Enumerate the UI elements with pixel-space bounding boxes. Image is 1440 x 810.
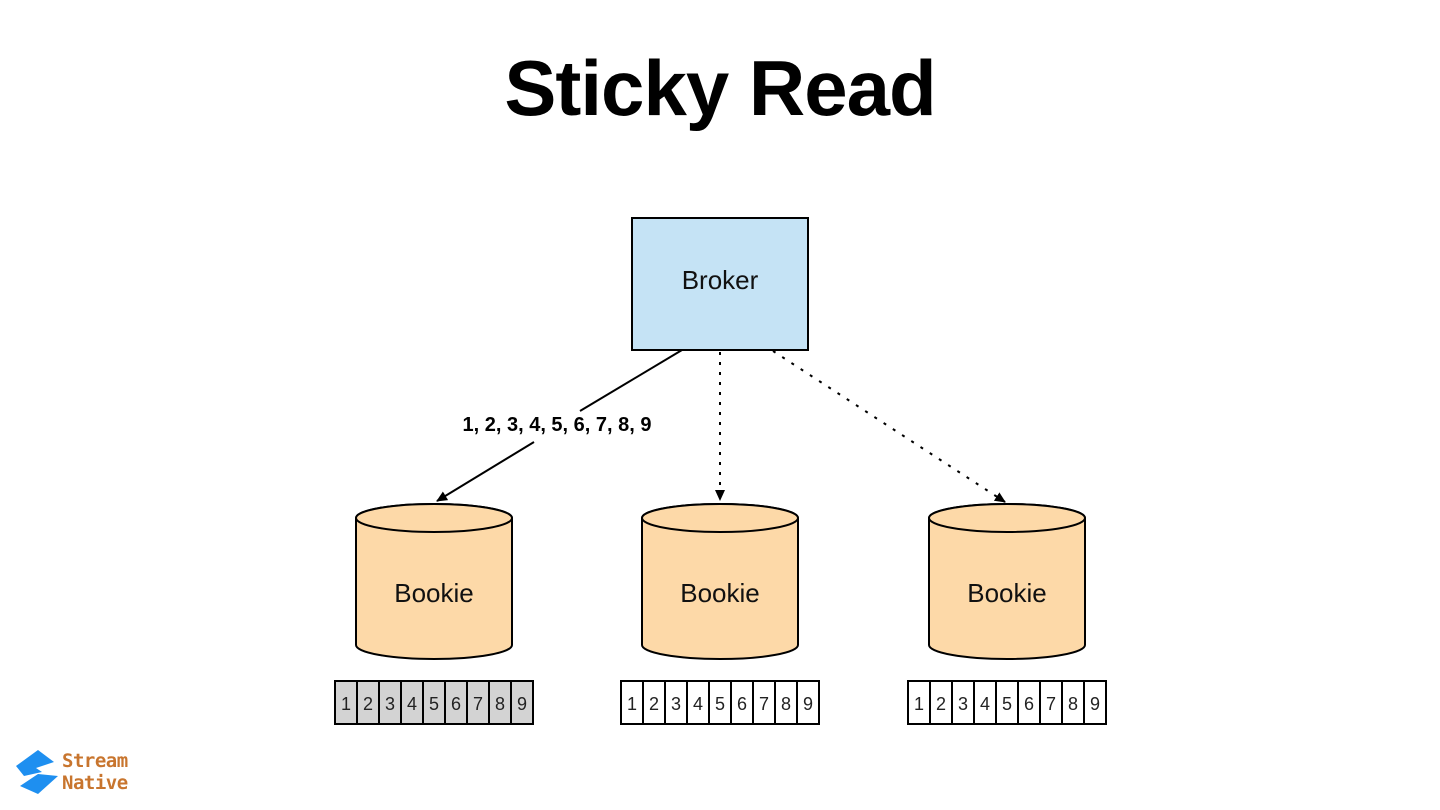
ledger-entry-id: 1 — [627, 694, 637, 714]
ledger-entry-cell — [510, 680, 534, 725]
ledger-entry: 9 — [510, 680, 534, 725]
arrow-line-segment-upper — [579, 349, 683, 412]
ledger-entry: 4 — [686, 680, 710, 725]
arrow-line-segment-lower — [436, 441, 535, 502]
ledger-entry-id: 5 — [1002, 694, 1012, 714]
streamnative-logo-mark-icon — [16, 750, 58, 794]
ledger-entry: 1 — [334, 680, 358, 725]
ledger-entry-id: 6 — [737, 694, 747, 714]
ledger-entry: 3 — [951, 680, 975, 725]
ledger-entry-id: 2 — [363, 694, 373, 714]
ledger-entry: 8 — [774, 680, 798, 725]
bookie-node-1[interactable]: Bookie — [355, 503, 513, 660]
ledger-entry-id: 6 — [1024, 694, 1034, 714]
logo-text-line-2: Native — [62, 772, 128, 794]
broker-node[interactable]: Broker — [631, 217, 809, 351]
ledger-entry-id: 3 — [958, 694, 968, 714]
ledger-entry-id: 4 — [980, 694, 990, 714]
slide-title: Sticky Read — [504, 44, 936, 132]
ledger-entry-id: 3 — [385, 694, 395, 714]
ledger-entry-id: 4 — [693, 694, 703, 714]
ledger-entry-id: 1 — [914, 694, 924, 714]
ledger-entry-id: 3 — [671, 694, 681, 714]
ledger-entry: 8 — [1061, 680, 1085, 725]
ledger-entry: 9 — [796, 680, 820, 725]
arrow-broker-to-bookie-3 — [772, 350, 1006, 503]
ledger-entry-id: 7 — [1046, 694, 1056, 714]
ledger-entry-id: 1 — [341, 694, 351, 714]
ledger-entry: 3 — [378, 680, 402, 725]
ledger-entry-id: 5 — [429, 694, 439, 714]
ledger-entry-id: 8 — [1068, 694, 1078, 714]
streamnative-logo: Stream Native — [14, 746, 154, 800]
ledger-entry-id: 8 — [781, 694, 791, 714]
ledger-entry: 5 — [708, 680, 732, 725]
ledger-entry: 5 — [995, 680, 1019, 725]
ledger-entry-id: 4 — [407, 694, 417, 714]
bookie-node-2[interactable]: Bookie — [641, 503, 799, 660]
bookie-cylinder-top — [355, 503, 513, 533]
ledger-entry: 2 — [929, 680, 953, 725]
ledger-entry-id: 5 — [715, 694, 725, 714]
ledger-entry: 5 — [422, 680, 446, 725]
broker-label: Broker — [682, 265, 759, 295]
ledger-entry: 2 — [642, 680, 666, 725]
ledger-entry: 6 — [1017, 680, 1041, 725]
arrow-label-entries: 1, 2, 3, 4, 5, 6, 7, 8, 9 — [462, 414, 651, 436]
bookie-cylinder-top — [928, 503, 1086, 533]
ledger-entry: 7 — [466, 680, 490, 725]
bookie-node-3[interactable]: Bookie — [928, 503, 1086, 660]
ledger-entry-id: 7 — [473, 694, 483, 714]
ledger-entry: 3 — [664, 680, 688, 725]
ledger-entry-id: 9 — [517, 694, 527, 714]
dotted-arrow-line — [772, 350, 1006, 503]
bookie-label: Bookie — [967, 578, 1047, 608]
ledger-entry-id: 6 — [451, 694, 461, 714]
arrow-broker-to-bookie-1: 1, 2, 3, 4, 5, 6, 7, 8, 9 — [436, 349, 683, 502]
ledger-entry-cell — [1083, 680, 1107, 725]
logo-text-line-1: Stream — [62, 750, 128, 772]
ledger-entry: 7 — [1039, 680, 1063, 725]
ledger-entry-id: 7 — [759, 694, 769, 714]
ledger-entry-id: 9 — [803, 694, 813, 714]
ledger-entry: 4 — [400, 680, 424, 725]
ledger-entry-id: 2 — [649, 694, 659, 714]
bookie-cylinder-top — [641, 503, 799, 533]
ledger-entry-id: 9 — [1090, 694, 1100, 714]
ledger-entry-cell — [796, 680, 820, 725]
ledger-entry-id: 8 — [495, 694, 505, 714]
ledger-entry: 9 — [1083, 680, 1107, 725]
ledger-entry: 6 — [444, 680, 468, 725]
bookie-label: Bookie — [394, 578, 474, 608]
ledger-entry: 1 — [907, 680, 931, 725]
bookie-label: Bookie — [680, 578, 760, 608]
ledger-entry: 2 — [356, 680, 380, 725]
ledger-entry: 4 — [973, 680, 997, 725]
ledger-entry-id: 2 — [936, 694, 946, 714]
ledger-entry: 8 — [488, 680, 512, 725]
ledger-entry: 1 — [620, 680, 644, 725]
broker-box — [631, 217, 809, 351]
ledger-entry: 6 — [730, 680, 754, 725]
ledger-entry: 7 — [752, 680, 776, 725]
